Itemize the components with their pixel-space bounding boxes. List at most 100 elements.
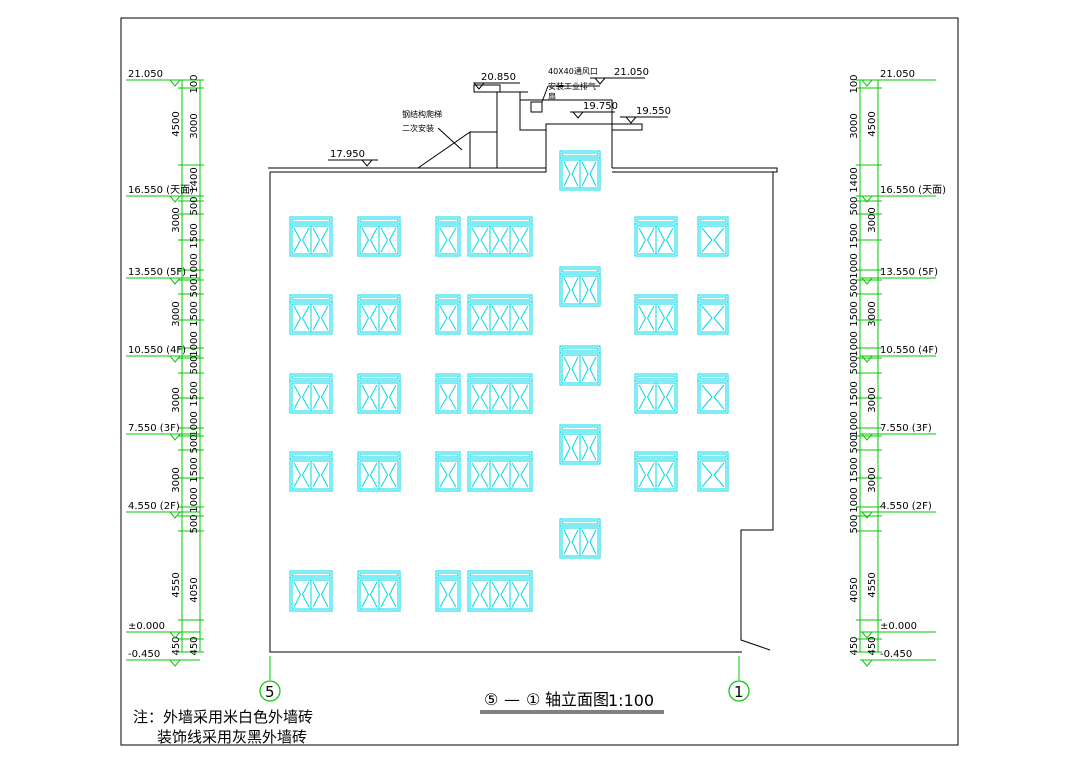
level-label: 10.550 (4F)	[880, 345, 938, 356]
window-f	[697, 294, 729, 335]
vent-note-2: 安装工业排气	[548, 81, 596, 91]
dim-outer: 3000	[867, 301, 878, 326]
dim-inner: 1400	[189, 167, 200, 192]
note-line-2: 装饰线采用灰黑外墙砖	[157, 728, 307, 746]
dim-inner: 500	[189, 434, 200, 453]
dim-outer: 3000	[171, 467, 182, 492]
dim-inner: 1000	[849, 411, 860, 436]
window-c	[435, 216, 461, 257]
dim-outer: 3000	[867, 207, 878, 232]
dim-inner: 1500	[189, 381, 200, 406]
level-label: 4.550 (2F)	[880, 501, 932, 512]
dim-inner: 450	[189, 636, 200, 655]
ladder-note-2: 二次安装	[402, 123, 434, 133]
window-d	[467, 216, 533, 257]
level-label: -0.450	[880, 649, 912, 660]
vent-note-3: 扇	[548, 91, 556, 101]
level-label: 21.050	[128, 69, 163, 80]
dim-inner: 1400	[849, 167, 860, 192]
axis-5-bubble	[259, 680, 281, 702]
dim-inner: 1500	[849, 381, 860, 406]
top-level: 21.050	[614, 67, 649, 78]
sheet-frame	[120, 17, 959, 746]
dim-inner: 4050	[189, 577, 200, 602]
level-label: 16.550 (天面)	[880, 185, 946, 196]
dim-outer: 3000	[171, 301, 182, 326]
level-label: 13.550 (5F)	[128, 267, 186, 278]
dim-inner: 500	[189, 355, 200, 374]
dim-inner: 1500	[189, 301, 200, 326]
dim-outer: 4550	[867, 572, 878, 597]
dim-inner: 4050	[849, 577, 860, 602]
title-scale: 1:100	[608, 691, 654, 710]
level-label: -0.450	[128, 649, 160, 660]
dim-outer: 3000	[867, 467, 878, 492]
dim-inner: 1500	[849, 301, 860, 326]
dim-inner: 1500	[189, 223, 200, 248]
dim-inner: 500	[189, 196, 200, 215]
window-a	[289, 373, 333, 414]
stair-window	[559, 424, 601, 465]
level-label: ±0.000	[128, 621, 165, 632]
window-e	[634, 451, 678, 492]
window-a-ground	[289, 570, 333, 612]
dim-outer: 3000	[171, 207, 182, 232]
ladder-note-1: 钢结构爬梯	[402, 109, 442, 119]
dim-inner: 500	[849, 196, 860, 215]
window-d	[467, 451, 533, 492]
dim-inner: 1500	[849, 457, 860, 482]
dim-inner: 1000	[189, 253, 200, 278]
dim-inner: 1000	[189, 487, 200, 512]
drawing-title: ⑤ — ① 轴立面图 1:100	[480, 690, 664, 714]
stair-window	[559, 266, 601, 307]
dim-inner: 100	[189, 74, 200, 93]
axis-1-label: 1	[734, 683, 744, 701]
dim-inner: 1500	[189, 457, 200, 482]
window-f	[697, 451, 729, 492]
window-a	[289, 216, 333, 257]
dim-inner: 3000	[189, 113, 200, 138]
dim-inner: 500	[189, 514, 200, 533]
level-label: ±0.000	[880, 621, 917, 632]
window-b	[357, 451, 401, 492]
window-b	[357, 373, 401, 414]
window-a	[289, 294, 333, 335]
window-d	[467, 373, 533, 414]
window-c-ground	[435, 570, 461, 612]
window-e	[634, 373, 678, 414]
windows	[289, 150, 729, 612]
vent-note-1: 40X40通风口	[548, 66, 598, 76]
stair-window	[559, 150, 601, 191]
dim-outer: 4500	[171, 111, 182, 136]
dim-inner: 1000	[189, 411, 200, 436]
dim-inner: 500	[849, 355, 860, 374]
axis-1-bubble	[728, 680, 750, 702]
dim-outer: 3000	[867, 387, 878, 412]
dim-inner: 1500	[849, 223, 860, 248]
parapet-level: 17.950	[330, 149, 365, 160]
window-a	[289, 451, 333, 492]
level-label: 16.550 (天面)	[128, 185, 194, 196]
window-e	[634, 294, 678, 335]
dim-inner: 3000	[849, 113, 860, 138]
tank-level-1: 19.750	[583, 101, 618, 112]
title-axis-right: ①	[526, 690, 540, 709]
dim-inner: 1000	[849, 331, 860, 356]
stair-window	[559, 518, 601, 559]
window-b-ground	[357, 570, 401, 612]
axis-5-label: 5	[265, 683, 275, 701]
level-label: 21.050	[880, 69, 915, 80]
stair-window	[559, 345, 601, 386]
dim-outer: 4550	[171, 572, 182, 597]
title-dash: —	[504, 690, 520, 709]
roof-levels: 17.950 20.850 21.050 19.750 19.550 40X40…	[328, 66, 671, 167]
dim-inner: 500	[189, 278, 200, 297]
level-label: 13.550 (5F)	[880, 267, 938, 278]
window-d-ground	[467, 570, 533, 612]
dim-inner: 1000	[849, 487, 860, 512]
axis-markers: 5 1	[259, 656, 750, 702]
title-text: 轴立面图	[545, 690, 609, 709]
dim-inner: 500	[849, 278, 860, 297]
window-f	[697, 216, 729, 257]
